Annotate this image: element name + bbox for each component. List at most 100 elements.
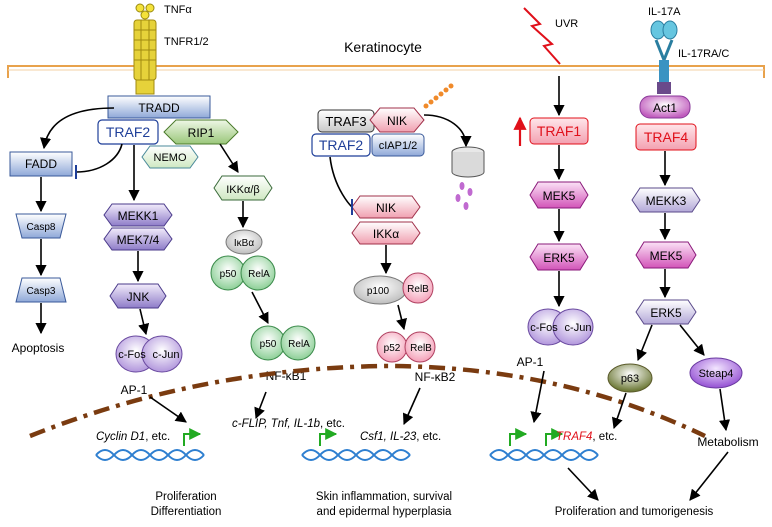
ikba-label: IκBα	[234, 238, 254, 249]
nuclear-envelope	[29, 363, 706, 439]
fadd-box	[9, 151, 73, 177]
mek74-hexagon	[103, 227, 173, 251]
outcome-2-line2: and epidermal hyperplasia	[317, 506, 452, 518]
nfkb2-label: NF-κB2	[415, 370, 456, 384]
mek5-hexagon-a	[529, 181, 589, 209]
mekk3-label: MEKK3	[646, 194, 687, 208]
p52-label: p52	[384, 343, 401, 354]
phosphate-chain-icon	[423, 83, 454, 109]
rip1-label: RIP1	[188, 126, 215, 140]
nemo-label: NEMO	[154, 152, 187, 164]
uvr-lightning-icon	[523, 7, 561, 65]
tss-arrow-icon	[183, 428, 202, 446]
rela-circle-a	[240, 255, 276, 291]
mekk1-label: MEKK1	[118, 209, 159, 223]
mek5-label-b: MEK5	[650, 249, 683, 263]
jnk-hexagon	[109, 283, 167, 309]
erk5-hexagon-b	[635, 299, 697, 325]
ciap-box	[371, 133, 425, 157]
tss-arrow-icon	[545, 428, 564, 446]
cjun-ellipse	[141, 335, 183, 373]
uvr-label: UVR	[555, 18, 578, 30]
p100-label: p100	[367, 286, 390, 297]
outcome-2-line1: Skin inflammation, survival	[316, 491, 452, 503]
il17r-label: IL-17RA/C	[678, 48, 729, 60]
metabolism-label: Metabolism	[697, 435, 758, 449]
outcome-1-line2: Differentiation	[151, 506, 222, 518]
dna-helix-2	[301, 449, 411, 461]
nik-top-label: NIK	[387, 114, 407, 128]
casp3-label: Casp3	[27, 286, 56, 297]
traf1-box	[529, 117, 589, 145]
gene-label-1: Cyclin D1, etc.	[96, 431, 170, 443]
tnfa-label: TNFα	[164, 4, 192, 16]
traf2-label: TRAF2	[106, 124, 151, 140]
p63-label: p63	[621, 373, 639, 385]
traf2-label-b: TRAF2	[319, 137, 364, 153]
outcome-1-line1: Proliferation	[155, 491, 216, 503]
ap1-label-b: AP-1	[517, 355, 544, 369]
rela-label-a: RelA	[248, 269, 270, 280]
steap4-ellipse	[689, 357, 743, 389]
tss-arrow-icon	[319, 428, 338, 446]
casp8-trapezoid	[15, 213, 67, 239]
erk5-hexagon-a	[529, 243, 589, 271]
relb-circle-b	[404, 331, 436, 363]
cell-label: Keratinocyte	[344, 39, 422, 55]
erk5-label-b: ERK5	[650, 306, 682, 320]
tradd-box	[107, 95, 211, 119]
ikkab-label: IKKα/β	[226, 184, 259, 196]
proteasome-icon	[451, 146, 485, 210]
act1-label: Act1	[653, 101, 677, 115]
nik-top-hexagon	[369, 107, 425, 133]
fadd-label: FADD	[25, 157, 57, 171]
ikka-label: IKKα	[373, 227, 399, 241]
ikka-hexagon	[351, 221, 421, 245]
ap1-label: AP-1	[121, 383, 148, 397]
mek5-hexagon-b	[635, 241, 697, 269]
jnk-label: JNK	[127, 290, 150, 304]
traf1-label: TRAF1	[537, 123, 582, 139]
traf3-label: TRAF3	[325, 114, 366, 129]
outcome-3: Proliferation and tumorigenesis	[555, 506, 714, 518]
tnfr-chain-icon	[133, 19, 157, 95]
traf4-label: TRAF4	[644, 129, 689, 145]
cjun-label-b: c-Jun	[565, 322, 592, 334]
p63-ellipse	[607, 363, 653, 393]
rela-label-b: RelA	[288, 339, 310, 350]
dna-helix-1	[95, 449, 205, 461]
steap4-label: Steap4	[699, 368, 734, 380]
tnfa-ligand-icon	[135, 3, 155, 20]
tnfr-label: TNFR1/2	[164, 36, 209, 48]
erk5-label-a: ERK5	[543, 251, 575, 265]
mekk3-hexagon	[631, 187, 701, 213]
rela-circle-b	[280, 325, 316, 361]
ikba-ellipse	[225, 229, 263, 255]
gene-label-4: TRAF4, etc.	[556, 431, 617, 443]
nik-label: NIK	[376, 201, 396, 215]
dna-helix-3	[489, 449, 599, 461]
cjun-ellipse-b	[552, 308, 594, 346]
p50-label-b: p50	[260, 339, 277, 350]
il17-receptor	[650, 20, 678, 94]
mek5-label-a: MEK5	[543, 189, 576, 203]
cjun-label: c-Jun	[153, 349, 180, 361]
p50-label-a: p50	[220, 269, 237, 280]
cfos-label-b: c-Fos	[530, 322, 558, 334]
gene-label-3: Csf1, IL-23, etc.	[360, 431, 441, 443]
tnf-receptor	[133, 3, 157, 95]
ikkab-hexagon	[213, 175, 273, 201]
cfos-label: c-Fos	[118, 349, 146, 361]
traf2-box	[97, 119, 159, 145]
mek74-label: MEK7/4	[117, 233, 160, 247]
gene-label-2: c-FLIP, Tnf, IL-1b, etc.	[232, 418, 345, 430]
casp8-label: Casp8	[27, 222, 56, 233]
rip1-hexagon	[163, 119, 239, 145]
cell-membrane	[7, 65, 765, 78]
tradd-label: TRADD	[138, 101, 180, 115]
signal-arrows	[35, 76, 731, 501]
relb-circle-a	[402, 272, 434, 304]
mekk1-hexagon	[103, 203, 173, 227]
